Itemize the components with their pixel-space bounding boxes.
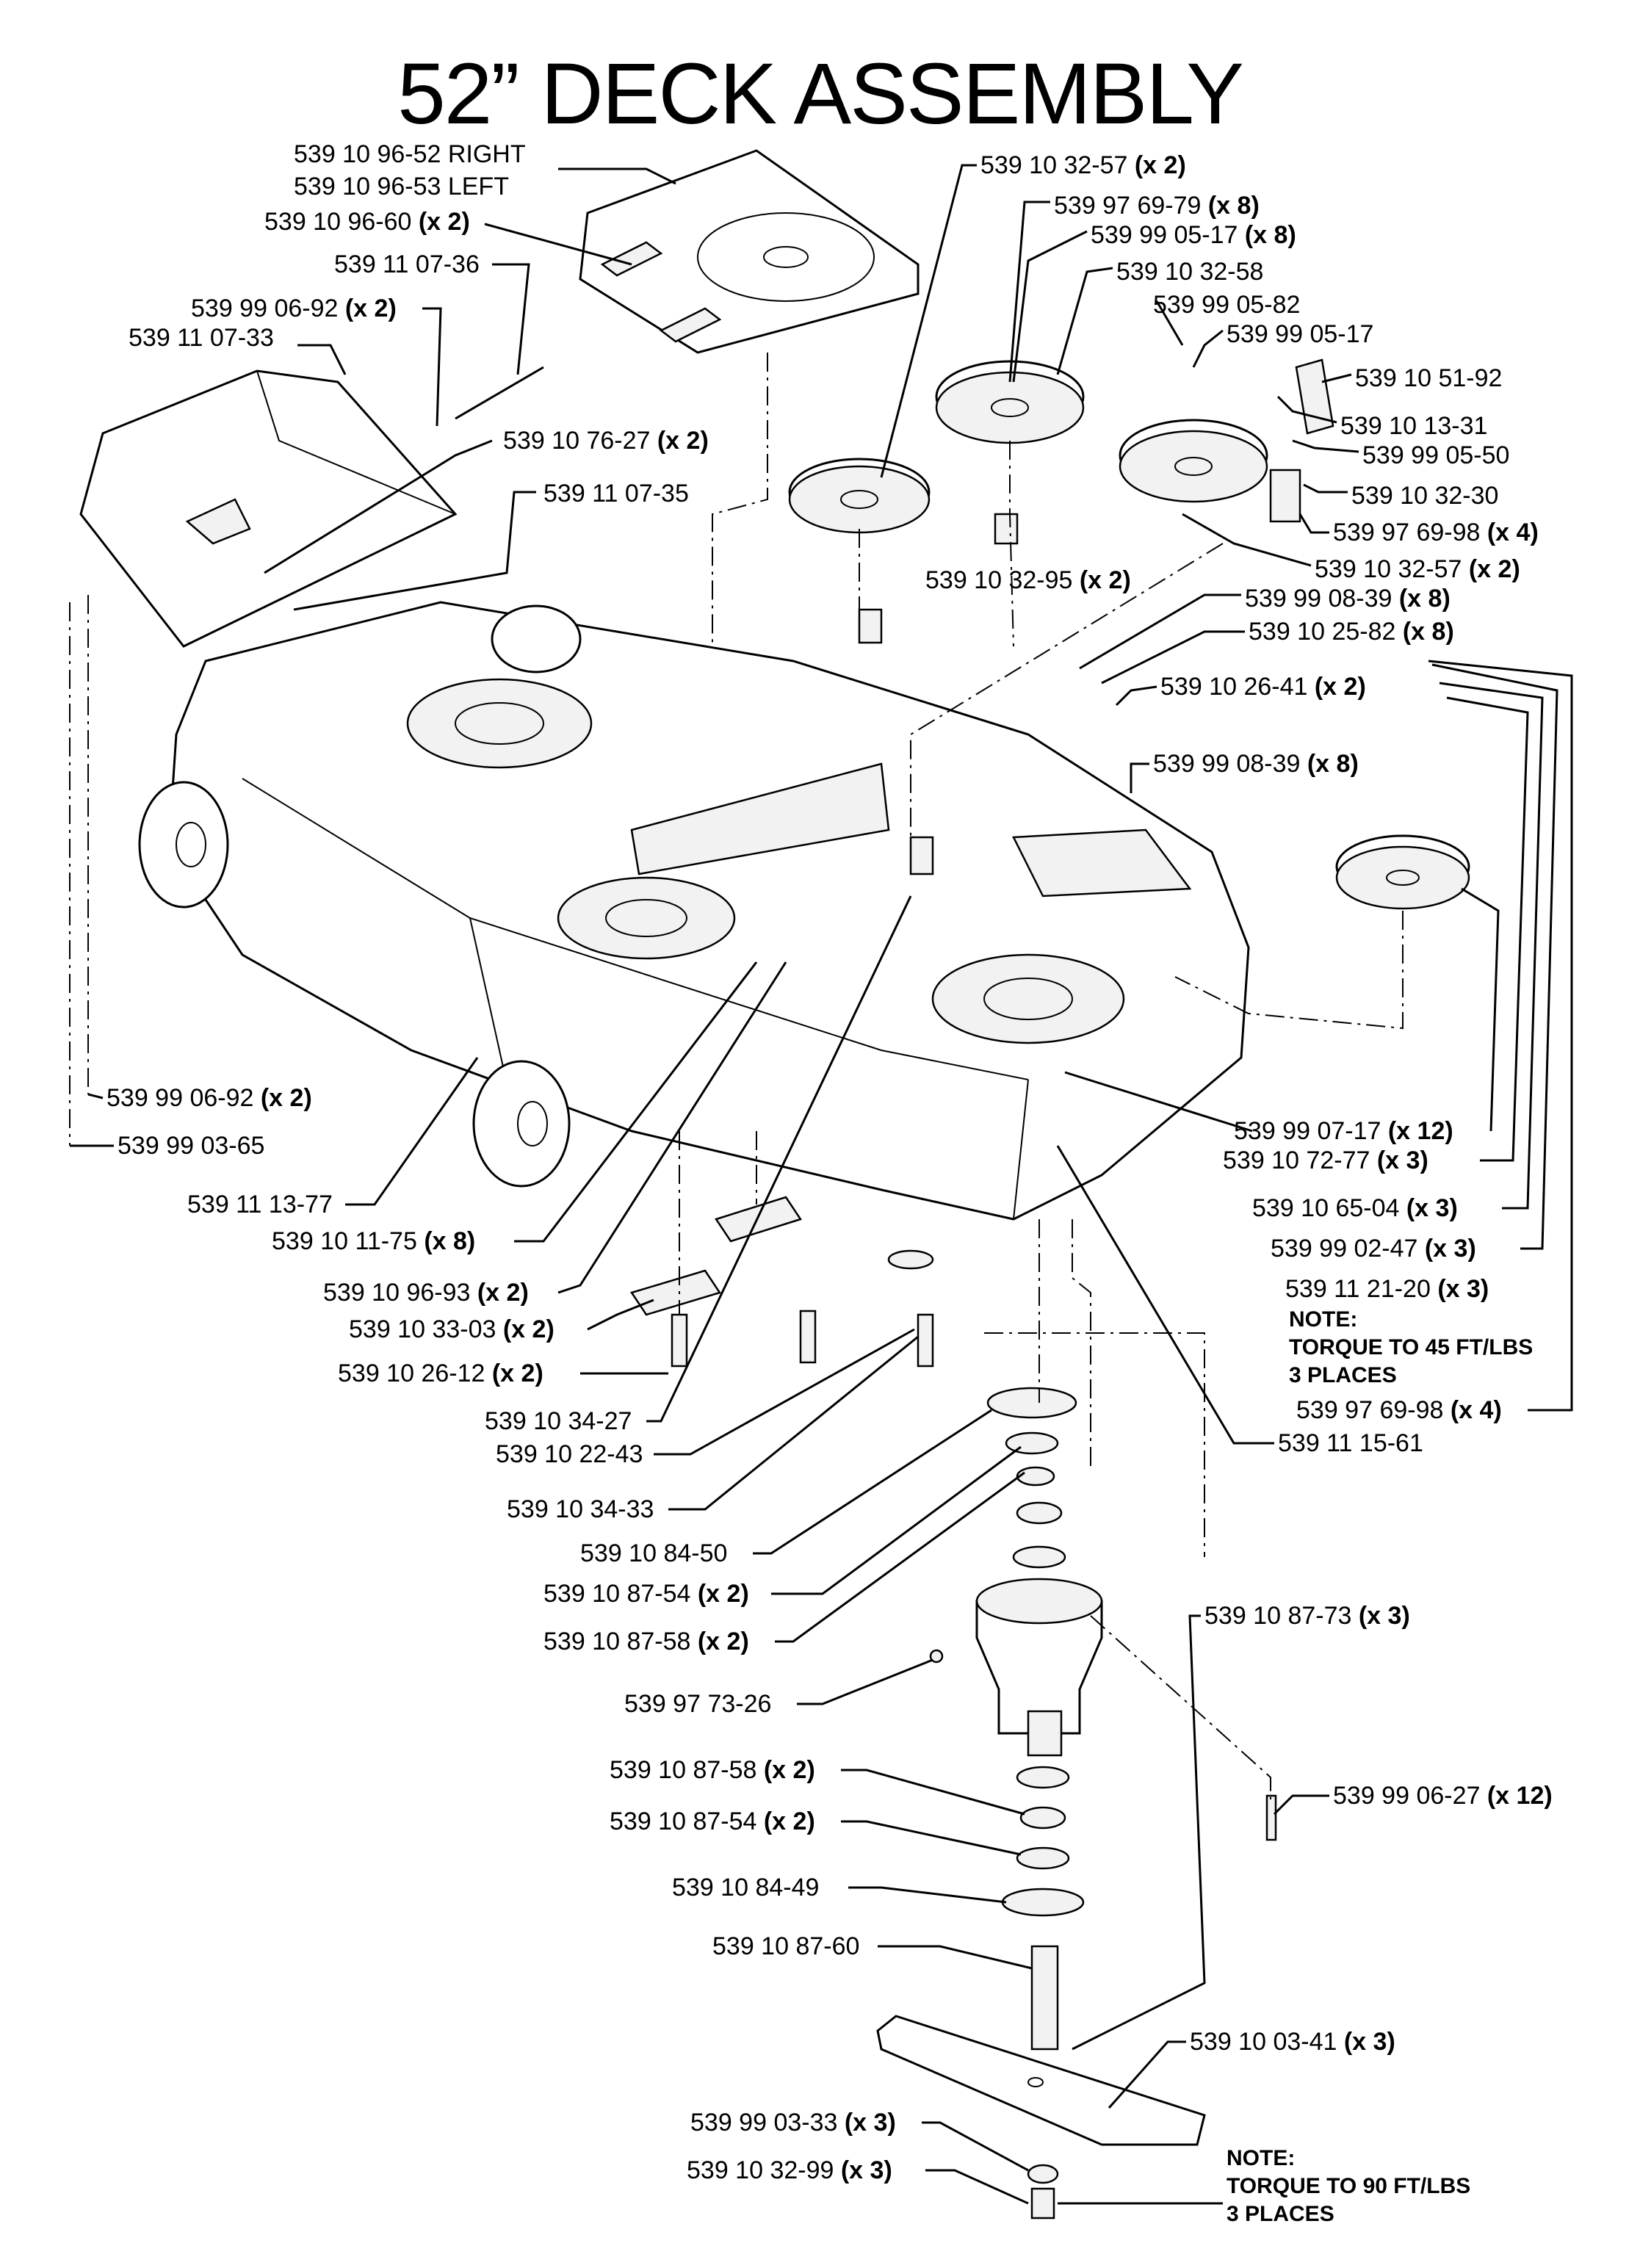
part-label: 539 10 03-41 (x 3): [1190, 2028, 1395, 2056]
part-label: 539 10 13-31: [1340, 412, 1488, 440]
part-label: 539 99 03-33 (x 3): [690, 2109, 896, 2137]
part-label: 539 10 32-99 (x 3): [687, 2156, 892, 2184]
part-label: 539 10 25-82 (x 8): [1249, 618, 1454, 646]
part-label: 539 10 26-41 (x 2): [1160, 673, 1366, 701]
part-label: 539 99 05-82: [1153, 291, 1301, 319]
part-label: 539 99 05-50: [1362, 441, 1510, 469]
part-label: 539 10 87-58 (x 2): [543, 1628, 749, 1655]
part-label: 539 10 87-54 (x 2): [543, 1580, 749, 1608]
discharge-chute: [79, 366, 544, 648]
leader-lines: [70, 164, 1573, 2205]
part-label: 539 10 96-60 (x 2): [264, 208, 470, 236]
part-label: 539 99 08-39 (x 8): [1153, 750, 1359, 778]
part-label: 539 10 26-12 (x 2): [338, 1359, 543, 1387]
gauge-wheels: [138, 604, 582, 1188]
part-label: 539 10 84-50: [580, 1539, 728, 1567]
part-label: 539 11 07-33: [129, 324, 274, 352]
page-title: 52” DECK ASSEMBLY: [397, 46, 1244, 142]
part-label: 539 97 69-98 (x 4): [1333, 519, 1539, 546]
part-label: 539 10 32-30: [1351, 482, 1499, 510]
part-label: 539 11 07-35: [543, 480, 689, 508]
part-label: 539 11 07-36: [334, 250, 480, 278]
part-label: 539 10 34-33: [507, 1495, 654, 1523]
part-label: 539 10 87-58 (x 2): [610, 1756, 815, 1784]
torque-note-90: NOTE: TORQUE TO 90 FT/LBS 3 PLACES: [1227, 2146, 1471, 2226]
part-label: 539 99 05-17: [1227, 320, 1374, 348]
part-label: 539 10 87-54 (x 2): [610, 1807, 815, 1835]
part-label: 539 10 84-49: [672, 1874, 820, 1902]
part-label: 539 97 69-98 (x 4): [1296, 1396, 1502, 1424]
part-label: 539 97 73-26: [624, 1690, 772, 1718]
part-label: 539 99 07-17 (x 12): [1234, 1117, 1453, 1145]
part-label: 539 10 87-60: [712, 1932, 860, 1960]
mower-blade: [876, 2015, 1206, 2220]
part-label: 539 10 32-58: [1116, 258, 1264, 286]
part-label: 539 10 32-57 (x 2): [980, 151, 1186, 179]
part-label: 539 10 22-43: [496, 1440, 643, 1468]
torque-note-45: NOTE: TORQUE TO 45 FT/LBS 3 PLACES: [1289, 1307, 1534, 1387]
part-label: 539 11 13-77: [187, 1191, 333, 1218]
part-label: 539 10 11-75 (x 8): [272, 1227, 476, 1255]
part-label: 539 10 96-52 RIGHT: [294, 140, 526, 168]
part-label: 539 99 06-92 (x 2): [106, 1084, 312, 1112]
part-label: 539 11 21-20 (x 3): [1285, 1275, 1489, 1303]
part-label: 539 10 32-95 (x 2): [925, 566, 1131, 594]
part-label: 539 10 33-03 (x 2): [349, 1315, 555, 1343]
part-label: 539 10 32-57 (x 2): [1315, 555, 1520, 583]
part-label: 539 97 69-79 (x 8): [1054, 192, 1260, 220]
part-label: 539 10 87-73 (x 3): [1204, 1602, 1410, 1630]
part-label: 539 99 05-17 (x 8): [1091, 221, 1296, 249]
part-label: 539 99 03-65: [118, 1132, 265, 1160]
part-label: 539 99 06-27 (x 12): [1333, 1782, 1553, 1810]
part-label: 539 99 08-39 (x 8): [1245, 585, 1451, 613]
deck-housing: [167, 601, 1250, 1221]
part-label: 539 10 72-77 (x 3): [1223, 1146, 1428, 1174]
mulch-cover-plate: [579, 149, 920, 354]
part-label: 539 10 51-92: [1355, 364, 1503, 392]
part-label: 539 10 96-93 (x 2): [323, 1279, 529, 1307]
spindle-assembly: [630, 1196, 1277, 2051]
part-label: 539 99 02-47 (x 3): [1271, 1235, 1476, 1263]
part-label: 539 99 06-92 (x 2): [191, 295, 397, 322]
part-label: 539 10 96-53 LEFT: [294, 173, 509, 201]
part-label: 539 11 15-61: [1278, 1429, 1423, 1457]
part-label: 539 10 76-27 (x 2): [503, 427, 709, 455]
alignment-lines: [69, 353, 1404, 1799]
idler-pulleys: [788, 358, 1470, 910]
part-label: 539 10 65-04 (x 3): [1252, 1194, 1458, 1222]
part-label: 539 10 34-27: [485, 1407, 632, 1435]
